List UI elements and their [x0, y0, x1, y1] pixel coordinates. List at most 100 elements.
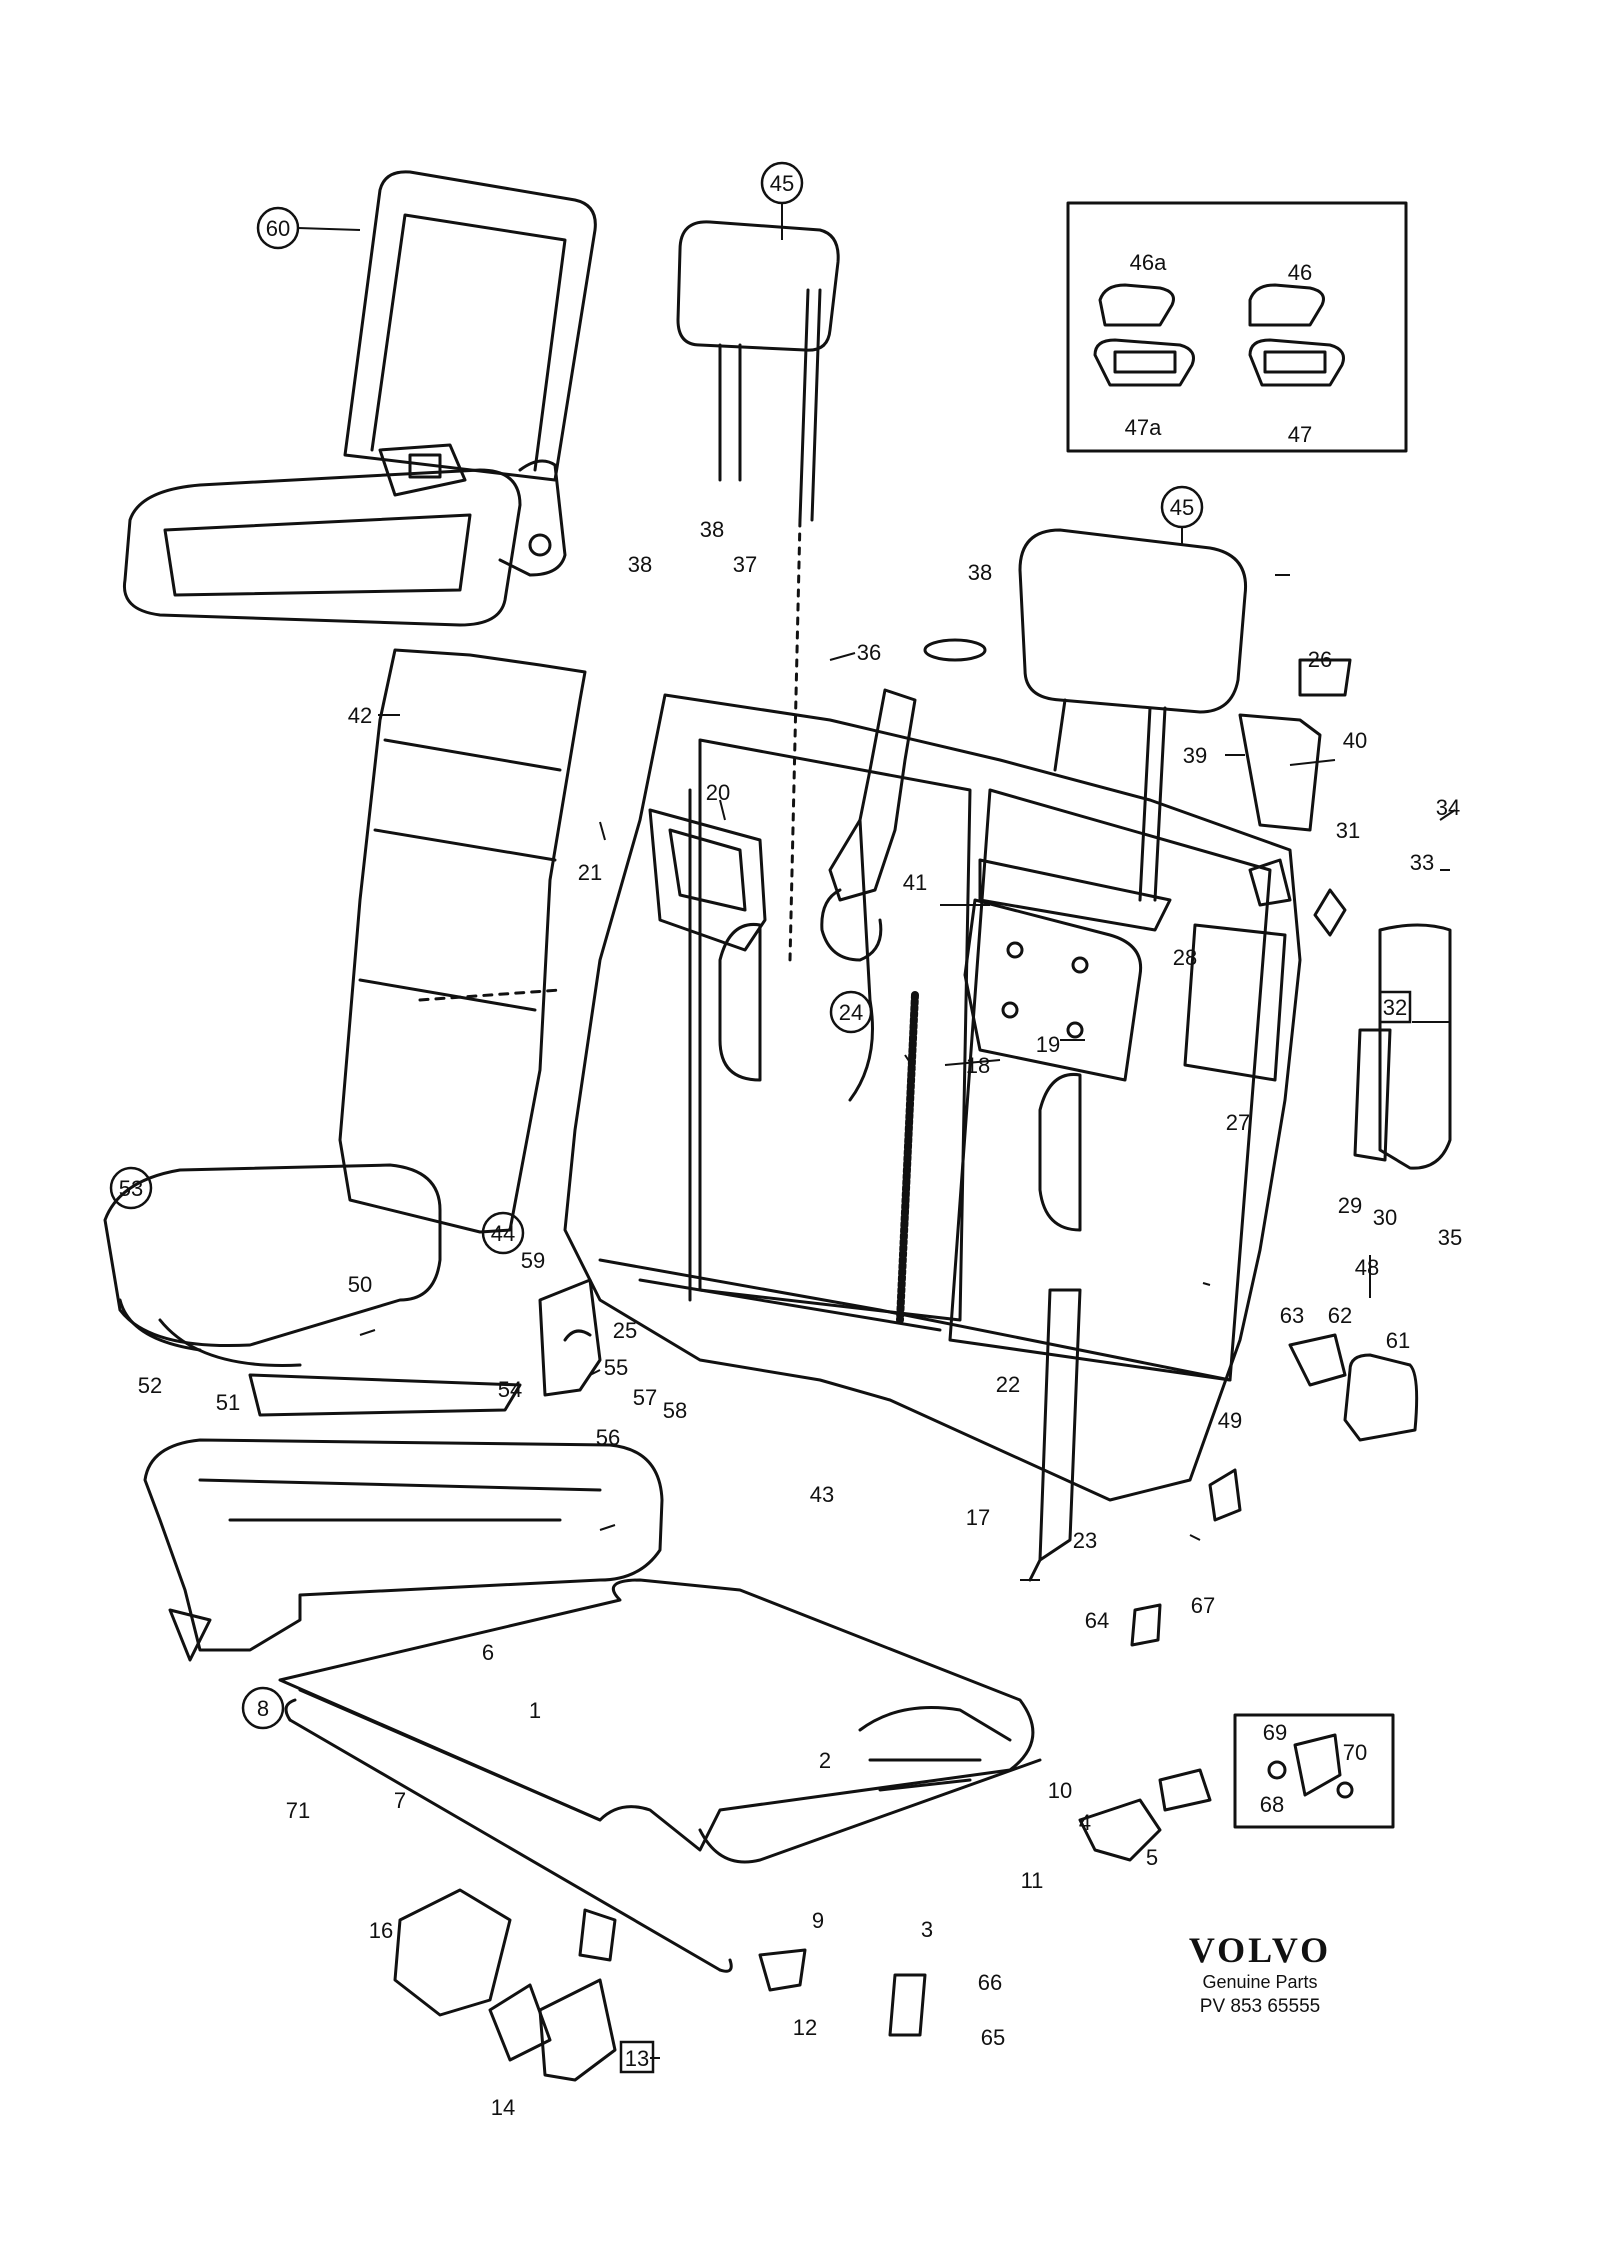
callout-21: 21 — [578, 860, 602, 885]
callout-5: 5 — [1146, 1845, 1158, 1870]
complete-seat-illustration — [122, 170, 597, 627]
callout-59: 59 — [521, 1248, 545, 1273]
callout-37: 37 — [733, 552, 757, 577]
callout-61: 61 — [1386, 1328, 1410, 1353]
bar-illustration — [978, 858, 1172, 932]
brand-subtitle: Genuine Parts — [1202, 1972, 1318, 1992]
callout-24: 24 — [839, 1000, 863, 1025]
callout-50: 50 — [348, 1272, 372, 1297]
callout-66: 66 — [978, 1970, 1002, 1995]
callout-25: 25 — [613, 1318, 637, 1343]
rail-illustration — [1028, 1288, 1082, 1582]
callout-45-top: 45 — [770, 171, 794, 196]
callout-3: 3 — [921, 1917, 933, 1942]
callout-71: 71 — [286, 1798, 310, 1823]
callout-16: 16 — [369, 1918, 393, 1943]
callout-57: 57 — [633, 1385, 657, 1410]
callout-30: 30 — [1373, 1205, 1397, 1230]
callout-47a: 47a — [1125, 415, 1162, 440]
callout-6: 6 — [482, 1640, 494, 1665]
callout-20: 20 — [706, 780, 730, 805]
callout-32: 32 — [1383, 995, 1407, 1020]
hinge-illustration — [538, 1278, 602, 1397]
retractor-illustration — [820, 638, 987, 962]
volvo-logo: VOLVO — [1188, 1930, 1332, 1970]
callout-64: 64 — [1085, 1608, 1109, 1633]
backrest-frame-illustration — [563, 693, 1302, 1502]
headrest-right — [1018, 528, 1248, 902]
callout-55: 55 — [604, 1355, 628, 1380]
callout-54: 54 — [498, 1377, 522, 1402]
callout-8: 8 — [257, 1696, 269, 1721]
seat-cushion-lower — [143, 1438, 664, 1662]
callout-18: 18 — [966, 1053, 990, 1078]
callout-17: 17 — [966, 1505, 990, 1530]
callout-29: 29 — [1338, 1193, 1362, 1218]
callout-38-b: 38 — [628, 552, 652, 577]
callout-60: 60 — [266, 216, 290, 241]
callout-4: 4 — [1079, 1810, 1091, 1835]
callout-28: 28 — [1173, 945, 1197, 970]
headrest-upper — [676, 220, 840, 962]
callout-36: 36 — [857, 640, 881, 665]
callout-56: 56 — [596, 1425, 620, 1450]
inset-box-lower — [1233, 1713, 1395, 1829]
bracket-illustration — [648, 808, 767, 952]
callout-2: 2 — [819, 1748, 831, 1773]
lower-small-parts — [393, 1468, 1242, 2082]
callout-63: 63 — [1280, 1303, 1304, 1328]
plate-illustration — [963, 898, 1143, 1082]
rod-illustration — [284, 1698, 733, 1973]
seat-cushion-upper — [103, 1163, 522, 1417]
callout-62: 62 — [1328, 1303, 1352, 1328]
callout-44: 44 — [491, 1221, 515, 1246]
callout-34: 34 — [1436, 795, 1460, 820]
callout-69: 69 — [1263, 1720, 1287, 1745]
callout-27: 27 — [1226, 1110, 1250, 1135]
callout-38-c: 38 — [968, 560, 992, 585]
callout-40: 40 — [1343, 728, 1367, 753]
callout-23: 23 — [1073, 1528, 1097, 1553]
callout-1: 1 — [529, 1698, 541, 1723]
callout-13: 13 — [625, 2046, 649, 2071]
callout-9: 9 — [812, 1908, 824, 1933]
callout-46: 46 — [1288, 260, 1312, 285]
callout-38-a: 38 — [700, 517, 724, 542]
callout-22: 22 — [996, 1372, 1020, 1397]
callout-12: 12 — [793, 2015, 817, 2040]
callout-11: 11 — [1021, 1868, 1044, 1893]
callout-47: 47 — [1288, 422, 1312, 447]
brand-block: VOLVO Genuine Parts PV 853 65555 — [1160, 1930, 1360, 2020]
right-bracket-parts — [1288, 1333, 1419, 1442]
callout-53: 53 — [119, 1176, 143, 1201]
callout-46a: 46a — [1130, 250, 1167, 275]
callout-70: 70 — [1343, 1740, 1367, 1765]
callout-35: 35 — [1438, 1225, 1462, 1250]
catalog-code: PV 853 65555 — [1199, 1996, 1321, 2017]
callout-45-right: 45 — [1170, 495, 1194, 520]
callout-26: 26 — [1308, 647, 1332, 672]
callout-42: 42 — [348, 703, 372, 728]
callout-68: 68 — [1260, 1792, 1284, 1817]
callout-19: 19 — [1036, 1032, 1060, 1057]
callout-48: 48 — [1355, 1255, 1379, 1280]
callout-58: 58 — [663, 1398, 687, 1423]
callout-10: 10 — [1048, 1778, 1072, 1803]
callout-65: 65 — [981, 2025, 1005, 2050]
callout-51: 51 — [216, 1390, 240, 1415]
callout-67: 67 — [1191, 1593, 1215, 1618]
right-side-parts — [1183, 658, 1452, 1170]
callout-52: 52 — [138, 1373, 162, 1398]
callout-33: 33 — [1410, 850, 1434, 875]
callout-43: 43 — [810, 1482, 834, 1507]
callout-31: 31 — [1336, 818, 1360, 843]
callout-7: 7 — [394, 1788, 406, 1813]
callout-49: 49 — [1218, 1408, 1242, 1433]
callout-14: 14 — [491, 2095, 515, 2120]
seat-frame-illustration — [278, 1578, 1042, 1864]
spring-illustration — [896, 991, 919, 1324]
callout-41: 41 — [903, 870, 927, 895]
backrest-cover-illustration — [338, 648, 587, 1234]
callout-39: 39 — [1183, 743, 1207, 768]
